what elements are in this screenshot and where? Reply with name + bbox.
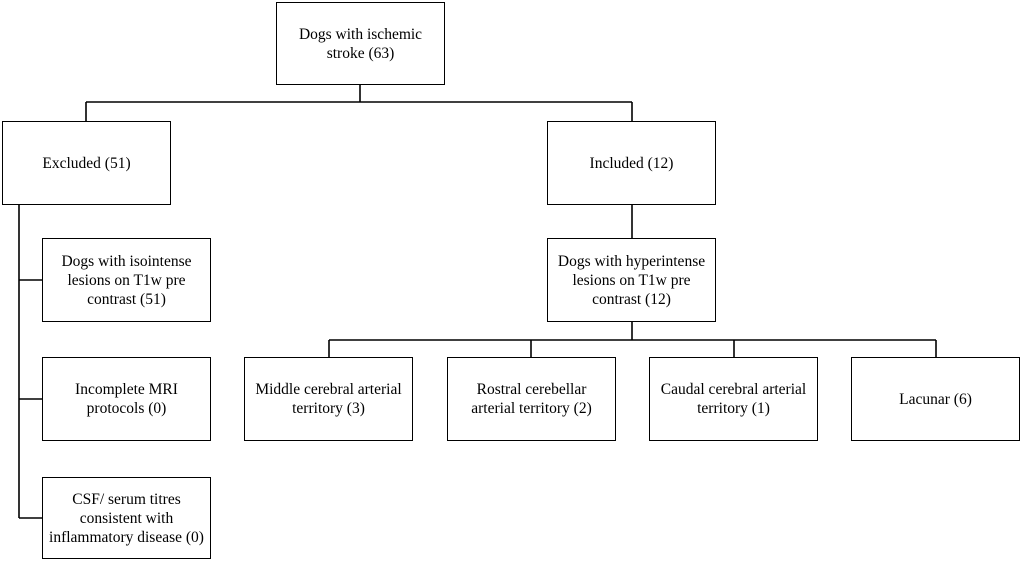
- node-text: Incomplete MRI protocols (0): [75, 381, 178, 417]
- node-text: Dogs with isointense lesions on T1w pre …: [61, 252, 192, 308]
- node-text: Dogs with hyperintense lesions on T1w pr…: [557, 252, 706, 308]
- node-text: Rostral cerebellar arterial territory (2…: [471, 381, 592, 417]
- node-text: Lacunar (6): [899, 390, 972, 408]
- node-caudal-cerebral-arterial-territory: Caudal cerebral arterial territory (1): [649, 357, 818, 441]
- node-csf-serum-titres: CSF/ serum titres consistent with inflam…: [42, 477, 211, 559]
- node-text: Included (12): [589, 154, 674, 172]
- node-text: CSF/ serum titres consistent with inflam…: [49, 490, 204, 546]
- node-text: Dogs with ischemic stroke (63): [298, 25, 423, 62]
- node-dogs-with-ischemic-stroke: Dogs with ischemic stroke (63): [276, 2, 445, 85]
- node-hyperintense-lesions: Dogs with hyperintense lesions on T1w pr…: [547, 238, 716, 322]
- node-included: Included (12): [547, 121, 716, 205]
- node-isointense-lesions: Dogs with isointense lesions on T1w pre …: [42, 238, 211, 322]
- node-rostral-cerebellar-arterial-territory: Rostral cerebellar arterial territory (2…: [447, 357, 616, 441]
- node-text: Caudal cerebral arterial territory (1): [660, 381, 807, 417]
- node-lacunar: Lacunar (6): [851, 357, 1020, 441]
- node-incomplete-mri-protocols: Incomplete MRI protocols (0): [42, 357, 211, 441]
- node-text: Excluded (51): [42, 154, 131, 172]
- node-middle-cerebral-arterial-territory: Middle cerebral arterial territory (3): [244, 357, 413, 441]
- node-excluded: Excluded (51): [2, 121, 171, 205]
- node-text: Middle cerebral arterial territory (3): [255, 381, 402, 417]
